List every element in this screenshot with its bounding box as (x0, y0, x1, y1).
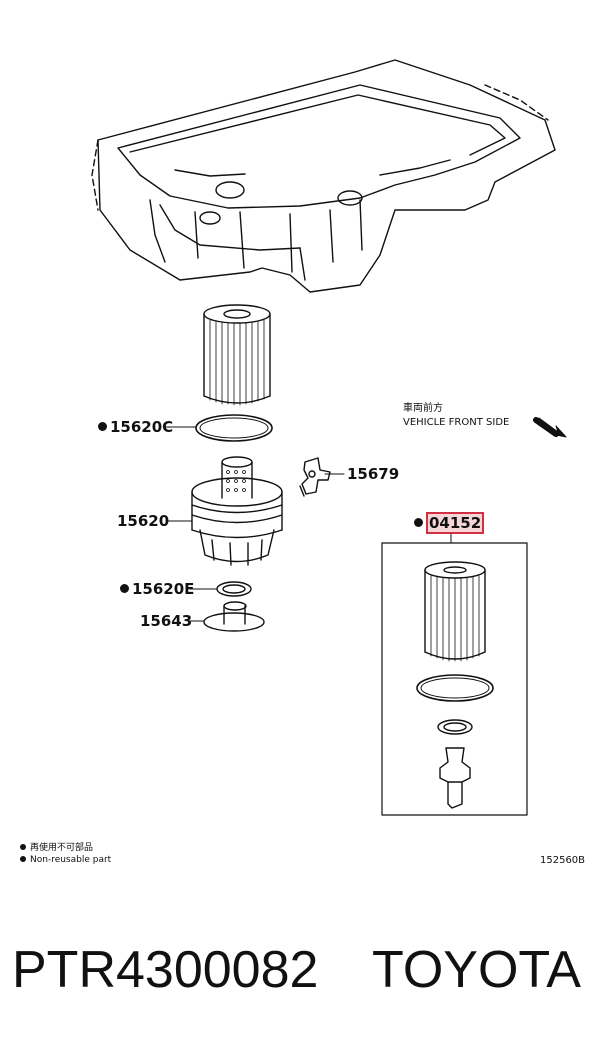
oil-pan (91, 59, 556, 293)
non-reusable-dot-icon (98, 422, 107, 431)
figure-id: 152560B (540, 855, 586, 866)
callout-15620e[interactable]: 15620E (120, 580, 194, 598)
o-ring-15620c (195, 414, 273, 442)
callout-15620[interactable]: 15620 (117, 512, 170, 530)
non-reusable-dot-icon (20, 856, 26, 862)
part-number: PTR4300082 (12, 941, 319, 999)
gasket-15620e (216, 581, 252, 597)
oil-filter-cap (191, 456, 283, 566)
legend: 再使用不可部品 Non-reusable part (20, 842, 111, 866)
bracket-15679 (299, 457, 331, 497)
non-reusable-dot-icon (414, 518, 423, 527)
non-reusable-dot-icon (20, 844, 26, 850)
vehicle-front-side-label: 車両前方 VEHICLE FRONT SIDE (403, 403, 510, 428)
filter-kit-box-04152 (381, 530, 528, 816)
callout-15679[interactable]: 15679 (347, 465, 400, 483)
drain-plug-15643 (203, 601, 265, 632)
callout-15643[interactable]: 15643 (140, 612, 193, 630)
non-reusable-dot-icon (120, 584, 129, 593)
callout-15620c[interactable]: 15620C (98, 418, 173, 436)
oil-filter-element (203, 304, 271, 406)
exploded-parts-diagram (91, 59, 567, 816)
highlighted-part-number: 04152 (426, 512, 485, 534)
brand-name: TOYOTA (372, 941, 581, 999)
callout-04152[interactable]: 04152 (414, 512, 485, 534)
